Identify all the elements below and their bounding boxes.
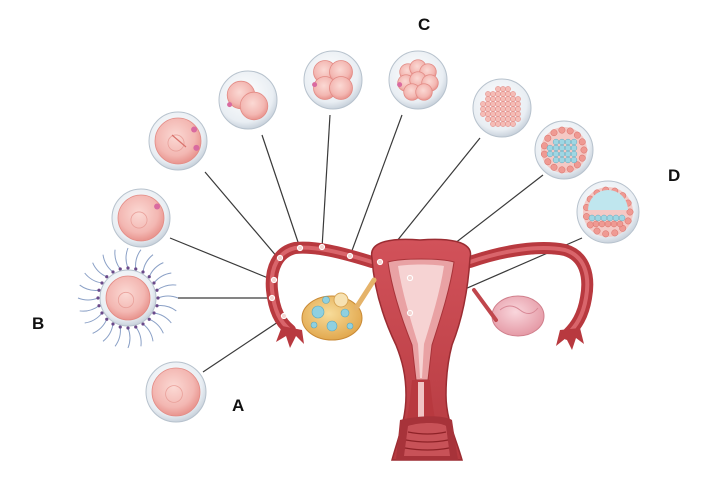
stage-early-blastocyst <box>534 120 594 180</box>
stage-two-cell <box>218 70 278 130</box>
leader-line-zygote <box>169 237 274 281</box>
right-fimbriae <box>556 328 584 350</box>
stage-oocyte-released <box>145 361 207 423</box>
label-b: B <box>32 314 45 333</box>
stage-late-blastocyst <box>576 180 640 244</box>
stage-eight-cell <box>388 50 448 110</box>
left-fimbriae <box>276 326 304 348</box>
stage-morula <box>472 78 532 138</box>
leader-line-two-cell <box>261 134 301 249</box>
left-ovarian-ligament <box>353 277 377 311</box>
leader-line-pronuclei <box>204 171 279 259</box>
stage-oocyte-with-sperm <box>77 247 179 349</box>
leader-line-eight-cell <box>349 114 403 257</box>
label-c: C <box>418 15 431 34</box>
leader-line-a <box>202 317 285 373</box>
label-a: A <box>232 396 245 415</box>
stage-zygote <box>111 188 171 248</box>
right-ovarian-ligament <box>472 288 498 322</box>
label-d: D <box>668 166 681 185</box>
leader-line-four-cell <box>321 114 331 249</box>
stage-four-cell <box>303 50 363 110</box>
right-ovary <box>491 295 545 337</box>
uterus-anatomy <box>265 238 594 461</box>
stage-pronuclei <box>148 111 208 171</box>
embryo-stages <box>77 50 640 423</box>
uterine-cavity <box>398 264 444 378</box>
left-ovary <box>301 295 363 341</box>
